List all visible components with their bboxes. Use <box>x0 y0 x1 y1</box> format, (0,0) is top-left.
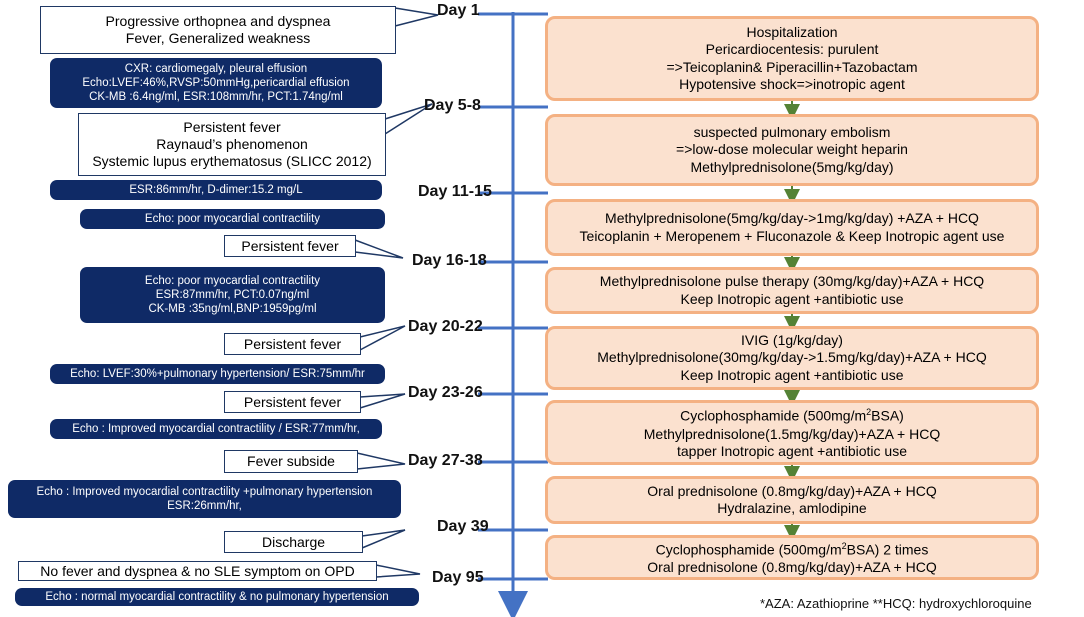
treatment-box: Methylprednisolone(5mg/kg/day->1mg/kg/da… <box>545 199 1039 256</box>
treatment-box: Cyclophosphamide (500mg/m2BSA) 2 times O… <box>545 535 1039 580</box>
day-label: Day 27-38 <box>408 452 483 469</box>
pointer-symptom-7 <box>361 529 406 549</box>
treatment-box: Oral prednisolone (0.8mg/kg/day)+AZA + H… <box>545 476 1039 524</box>
pointer-symptom-6 <box>356 452 406 470</box>
pointer-symptom-3 <box>354 239 404 259</box>
symptom-callout: Persistent fever <box>224 391 361 413</box>
symptom-callout: Persistent fever <box>224 333 361 355</box>
symptom-callout: Discharge <box>224 531 363 553</box>
symptom-callout: No fever and dyspnea & no SLE symptom on… <box>18 561 377 581</box>
pointer-symptom-8 <box>375 564 421 578</box>
finding-box: Echo: poor myocardial contractility ESR:… <box>80 267 385 323</box>
day-label: Day 16-18 <box>412 252 487 269</box>
day-label: Day 20-22 <box>408 318 483 335</box>
finding-box: ESR:86mm/hr, D-dimer:15.2 mg/L <box>50 180 382 200</box>
treatment-box: Methylprednisolone pulse therapy (30mg/k… <box>545 267 1039 314</box>
finding-box: Echo: poor myocardial contractility <box>80 209 385 229</box>
pointer-symptom-4 <box>359 325 406 351</box>
symptom-callout: Progressive orthopnea and dyspnea Fever,… <box>40 6 396 54</box>
pointer-symptom-5 <box>359 393 406 409</box>
finding-box: Echo : Improved myocardial contractility… <box>8 480 401 518</box>
day-ticks <box>478 12 548 581</box>
symptom-callout: Persistent fever <box>224 235 356 257</box>
finding-box: Echo : normal myocardial contractility &… <box>15 588 419 606</box>
treatment-box: suspected pulmonary embolism =>low-dose … <box>545 114 1039 186</box>
pointer-symptom-2 <box>384 103 433 135</box>
finding-box: Echo : Improved myocardial contractility… <box>50 419 382 439</box>
finding-box: Echo: LVEF:30%+pulmonary hypertension/ E… <box>50 364 385 384</box>
symptom-callout: Fever subside <box>224 450 358 473</box>
day-label: Day 11-15 <box>418 183 492 200</box>
symptom-callout: Persistent fever Raynaud’s phenomenon Sy… <box>78 113 386 176</box>
day-label: Day 1 <box>437 2 480 19</box>
pointer-symptom-1 <box>394 7 439 27</box>
callout-pointers <box>354 7 439 578</box>
treatment-box: Hospitalization Pericardiocentesis: puru… <box>545 16 1039 101</box>
day-label: Day 23-26 <box>408 384 483 401</box>
day-label: Day 95 <box>432 569 484 586</box>
abbreviation-footnote: *AZA: Azathioprine **HCQ: hydroxychloroq… <box>760 596 1032 611</box>
day-label: Day 39 <box>437 518 489 535</box>
finding-box: CXR: cardiomegaly, pleural effusion Echo… <box>50 58 382 108</box>
treatment-box: IVIG (1g/kg/day) Methylprednisolone(30mg… <box>545 326 1039 390</box>
treatment-box: Cyclophosphamide (500mg/m2BSA) Methylpre… <box>545 400 1039 465</box>
day-label: Day 5-8 <box>424 97 481 114</box>
